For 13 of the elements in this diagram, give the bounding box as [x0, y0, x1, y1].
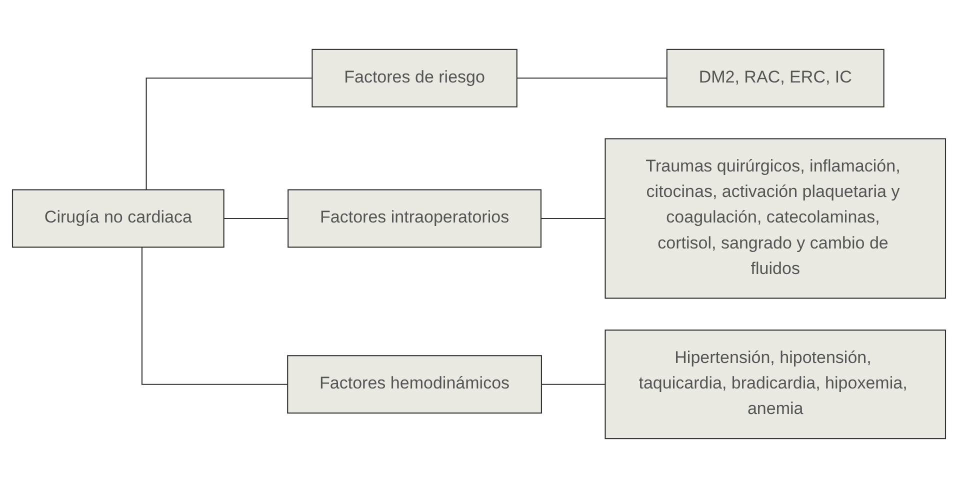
node-box: Cirugía no cardiaca — [12, 189, 224, 248]
node-box: Factores de riesgo — [312, 48, 518, 108]
node-box: Factores intraoperatorios — [288, 189, 542, 248]
node-box: Hipertensión, hipotensión, taquicardia, bradicardia, hipoxemia, anemia — [604, 330, 946, 440]
connector — [223, 218, 288, 220]
node-box: Factores hemodinámicos — [287, 355, 542, 414]
node-box: Traumas quirúrgicos, inflamación, citocinas, activación plaquetaria y coagulación, catecolaminas, cortisol, sangrado y cambio de fluidos — [604, 138, 946, 299]
connector — [540, 218, 606, 220]
node-box: DM2, RAC, ERC, IC — [666, 48, 884, 108]
connector — [141, 247, 288, 385]
connector — [540, 384, 606, 385]
connector — [146, 78, 312, 190]
connector — [516, 78, 667, 79]
